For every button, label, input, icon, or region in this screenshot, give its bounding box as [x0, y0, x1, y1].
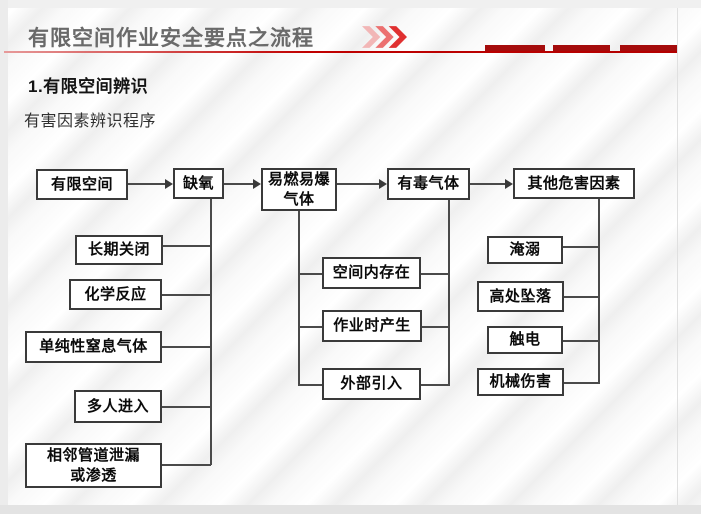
connector-line — [128, 183, 165, 185]
node-confined-space: 有限空间 — [36, 169, 128, 200]
slide-edge-left — [0, 0, 8, 514]
slide-edge-right-seam — [677, 8, 678, 505]
connector-line — [421, 273, 449, 275]
connector-line — [162, 346, 211, 348]
node-mechanical-injury: 机械伤害 — [477, 368, 564, 396]
arrowhead-icon — [379, 179, 387, 189]
connector-line — [162, 294, 211, 296]
node-exist-in-space: 空间内存在 — [322, 257, 421, 289]
node-simple-asphyxiant-gas: 单纯性窒息气体 — [25, 331, 162, 363]
node-other-hazards: 其他危害因素 — [513, 168, 635, 199]
connector-line — [448, 200, 450, 386]
node-flammable-explosive-gas: 易燃易爆 气体 — [261, 168, 337, 211]
connector-line — [210, 199, 212, 465]
connector-line — [336, 183, 379, 185]
connector-line — [298, 211, 300, 386]
node-long-closed: 长期关闭 — [75, 235, 163, 265]
connector-line — [298, 273, 323, 275]
node-adjacent-pipe-leak: 相邻管道泄漏 或渗透 — [25, 443, 162, 488]
connector-line — [421, 326, 449, 328]
header-dash — [485, 45, 545, 51]
node-chemical-reaction: 化学反应 — [69, 279, 162, 310]
slide-edge-top — [0, 0, 701, 8]
header-divider-rule — [4, 51, 677, 53]
connector-line — [298, 326, 323, 328]
arrowhead-icon — [253, 179, 261, 189]
header-dash — [620, 45, 677, 51]
node-multiple-entry: 多人进入 — [74, 390, 162, 423]
node-oxygen-deficiency: 缺氧 — [173, 168, 224, 199]
triple-chevron-icon — [362, 26, 407, 48]
section-heading: 1.有限空间辨识 — [28, 77, 149, 96]
node-fall-from-height: 高处坠落 — [477, 281, 564, 312]
arrowhead-icon — [505, 179, 513, 189]
connector-line — [563, 382, 599, 384]
header-dash — [553, 45, 610, 51]
connector-line — [421, 384, 449, 386]
node-external-introduction: 外部引入 — [322, 368, 421, 400]
node-electric-shock: 触电 — [487, 326, 563, 354]
connector-line — [162, 406, 211, 408]
arrowhead-icon — [165, 179, 173, 189]
connector-line — [563, 246, 599, 248]
connector-line — [162, 245, 211, 247]
connector-line — [598, 198, 600, 384]
page-title: 有限空间作业安全要点之流程 — [28, 27, 314, 50]
slide-edge-bottom — [0, 505, 701, 514]
connector-line — [470, 183, 505, 185]
connector-line — [224, 183, 253, 185]
node-toxic-gas: 有毒气体 — [387, 168, 470, 200]
node-drowning: 淹溺 — [487, 236, 563, 264]
connector-line — [563, 340, 599, 342]
connector-line — [162, 464, 211, 466]
node-generated-during-work: 作业时产生 — [322, 310, 422, 342]
section-subheading: 有害因素辨识程序 — [24, 113, 157, 130]
connector-line — [563, 296, 599, 298]
connector-line — [298, 384, 323, 386]
